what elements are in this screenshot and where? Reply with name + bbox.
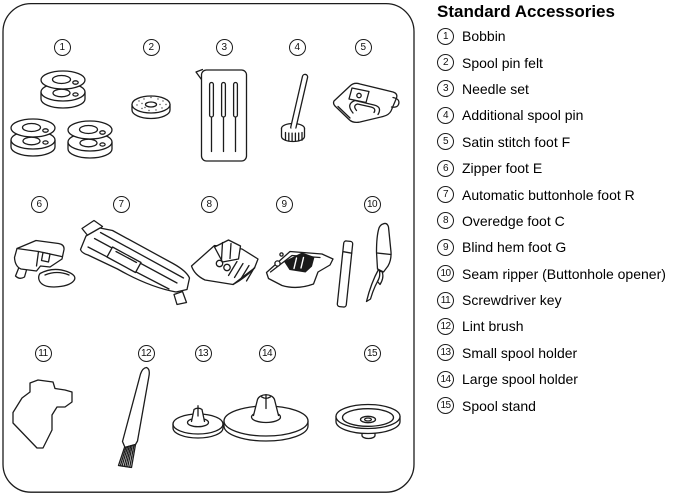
spool-pin-felt-icon — [131, 95, 171, 120]
additional-spool-pin-icon — [280, 73, 309, 143]
item-number-badge: 3 — [437, 80, 454, 98]
diagram-number-3: 3 — [215, 38, 233, 56]
list-item: 10 Seam ripper (Buttonhole opener) — [437, 261, 699, 287]
list-item: 14 Large spool holder — [437, 366, 699, 392]
list-item: 2 Spool pin felt — [437, 49, 699, 75]
item-number-badge: 12 — [437, 317, 454, 335]
list-item: 6 Zipper foot E — [437, 155, 699, 181]
satin-stitch-foot-icon — [332, 82, 400, 124]
page-title: Standard Accessories — [437, 2, 615, 21]
item-label: Automatic buttonhole foot R — [462, 186, 635, 203]
list-item: 15 Spool stand — [437, 392, 699, 418]
large-spool-holder-icon — [223, 393, 309, 442]
list-item: 5 Satin stitch foot F — [437, 129, 699, 155]
diagram-number-1: 1 — [53, 38, 71, 56]
list-item: 12 Lint brush — [437, 313, 699, 339]
item-number-badge: 11 — [437, 291, 454, 309]
diagram-number-12: 12 — [137, 344, 155, 362]
list-item: 9 Blind hem foot G — [437, 234, 699, 260]
item-label: Bobbin — [462, 28, 506, 45]
accessories-list-panel: Standard Accessories 1 Bobbin 2 Spool pi… — [437, 2, 699, 419]
item-label: Seam ripper (Buttonhole opener) — [462, 265, 666, 282]
item-label: Screwdriver key — [462, 292, 562, 309]
item-label: Spool pin felt — [462, 54, 543, 71]
diagram-number-11: 11 — [34, 344, 52, 362]
item-label: Spool stand — [462, 397, 536, 414]
spool-stand-icon — [335, 403, 401, 440]
item-label: Lint brush — [462, 318, 524, 335]
diagram-number-8: 8 — [200, 195, 218, 213]
list-item: 4 Additional spool pin — [437, 102, 699, 128]
bobbin-icon — [10, 70, 113, 159]
item-label: Satin stitch foot F — [462, 133, 571, 150]
diagram-number-6: 6 — [30, 195, 48, 213]
overedge-foot-icon — [190, 239, 259, 286]
item-label: Blind hem foot G — [462, 239, 567, 256]
diagram-number-7: 7 — [112, 195, 130, 213]
item-number-badge: 9 — [437, 238, 454, 256]
item-number-badge: 6 — [437, 159, 454, 177]
item-number-badge: 7 — [437, 186, 454, 204]
small-spool-holder-icon — [172, 405, 224, 439]
item-label: Needle set — [462, 80, 529, 97]
lint-brush-icon — [117, 366, 150, 469]
seam-ripper-icon — [336, 222, 392, 308]
item-label: Additional spool pin — [462, 107, 584, 124]
zipper-foot-icon — [13, 239, 76, 288]
diagram-number-4: 4 — [288, 38, 306, 56]
item-number-badge: 13 — [437, 344, 454, 362]
diagram-number-5: 5 — [354, 38, 372, 56]
list-item: 13 Small spool holder — [437, 340, 699, 366]
diagram-number-10: 10 — [363, 195, 381, 213]
item-number-badge: 2 — [437, 54, 454, 72]
item-label: Overedge foot C — [462, 212, 565, 229]
item-label: Small spool holder — [462, 344, 578, 361]
blind-hem-foot-icon — [265, 250, 334, 289]
item-label: Zipper foot E — [462, 160, 543, 177]
diagram-number-14: 14 — [258, 344, 276, 362]
list-item: 8 Overedge foot C — [437, 208, 699, 234]
item-number-badge: 10 — [437, 265, 454, 283]
item-number-badge: 1 — [437, 27, 454, 45]
diagram-number-9: 9 — [275, 195, 293, 213]
list-item: 1 Bobbin — [437, 23, 699, 49]
diagram-number-2: 2 — [142, 38, 160, 56]
list-item: 3 Needle set — [437, 76, 699, 102]
diagram-number-13: 13 — [194, 344, 212, 362]
accessories-list: 1 Bobbin 2 Spool pin felt 3 Needle set 4… — [437, 23, 699, 419]
needle-set-icon — [195, 68, 248, 162]
list-item: 11 Screwdriver key — [437, 287, 699, 313]
item-number-badge: 14 — [437, 370, 454, 388]
buttonhole-foot-icon — [79, 219, 191, 306]
diagram-number-15: 15 — [363, 344, 381, 362]
item-number-badge: 8 — [437, 212, 454, 230]
screwdriver-key-icon — [12, 379, 73, 449]
item-number-badge: 15 — [437, 397, 454, 415]
item-number-badge: 4 — [437, 106, 454, 124]
diagram-box-border — [2, 2, 415, 493]
item-label: Large spool holder — [462, 371, 578, 388]
list-item: 7 Automatic buttonhole foot R — [437, 181, 699, 207]
item-number-badge: 5 — [437, 133, 454, 151]
